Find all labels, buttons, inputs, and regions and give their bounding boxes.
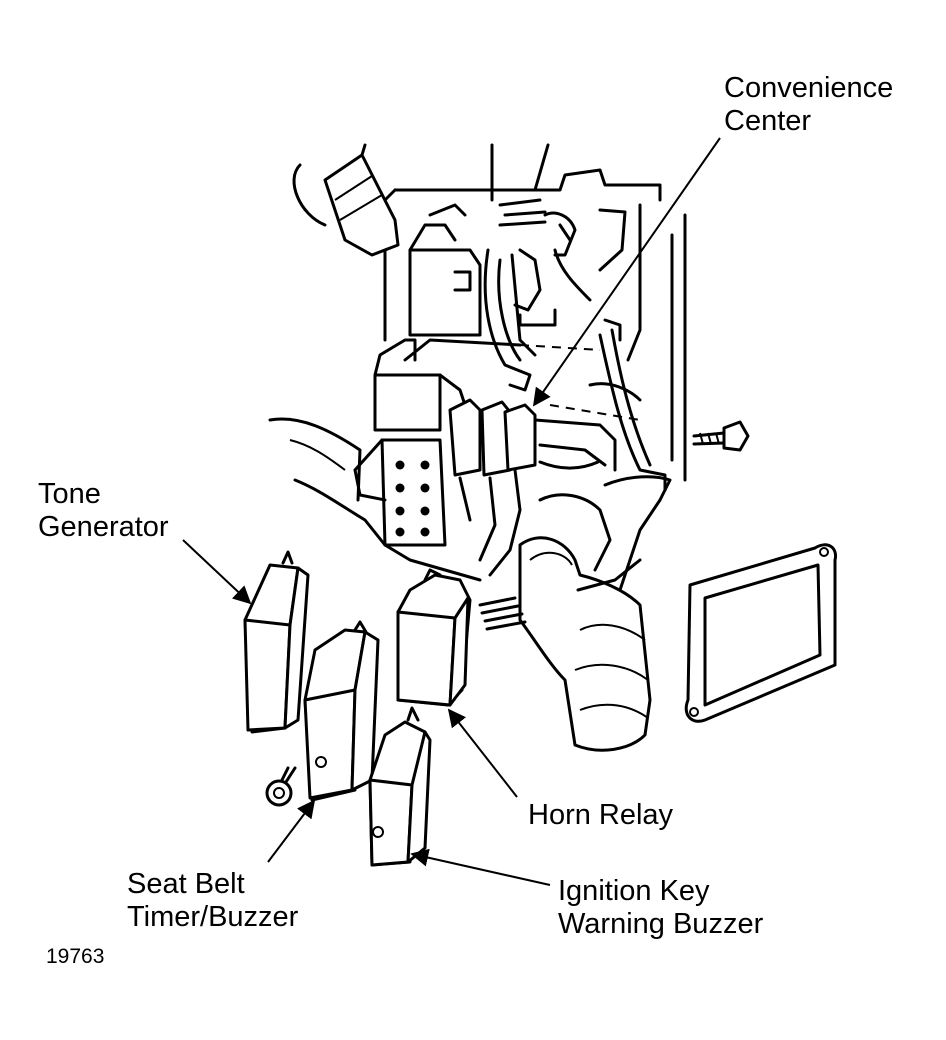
- seat-belt-leader: [267, 799, 316, 863]
- mounting-screw-icon: [692, 420, 750, 452]
- label-line: Center: [724, 105, 812, 137]
- label-line: Tone: [38, 478, 101, 510]
- label-convenience-center: Convenience Center: [724, 72, 893, 138]
- ignition-key-buzzer-module: [368, 706, 432, 867]
- small-screw-icon: [265, 766, 297, 807]
- label-line: Timer/Buzzer: [127, 901, 299, 933]
- leader-lines: [182, 137, 721, 886]
- figure-number: 19763: [46, 945, 105, 968]
- label-line: Seat Belt: [127, 868, 245, 900]
- label-tone-generator: Tone Generator: [38, 478, 169, 544]
- convenience-center-leader: [532, 137, 721, 407]
- ignition-key-leader: [410, 848, 551, 886]
- label-seat-belt-timer: Seat Belt Timer/Buzzer: [127, 868, 298, 934]
- label-line: Warning Buzzer: [558, 908, 764, 940]
- cover-plate-gasket: [684, 543, 838, 723]
- seat-belt-timer-module: [303, 620, 380, 802]
- label-line: Convenience: [724, 72, 894, 104]
- horn-relay-module: [396, 568, 472, 707]
- label-line: Generator: [38, 511, 169, 543]
- tone-generator-module: [243, 550, 310, 734]
- tone-generator-leader: [182, 539, 252, 605]
- dashboard-structure: [268, 143, 687, 752]
- label-line: Ignition Key: [558, 875, 710, 907]
- label-line: Horn Relay: [528, 799, 674, 831]
- horn-relay-leader: [447, 708, 518, 798]
- label-horn-relay: Horn Relay: [528, 799, 673, 832]
- label-ignition-key-buzzer: Ignition Key Warning Buzzer: [558, 875, 763, 941]
